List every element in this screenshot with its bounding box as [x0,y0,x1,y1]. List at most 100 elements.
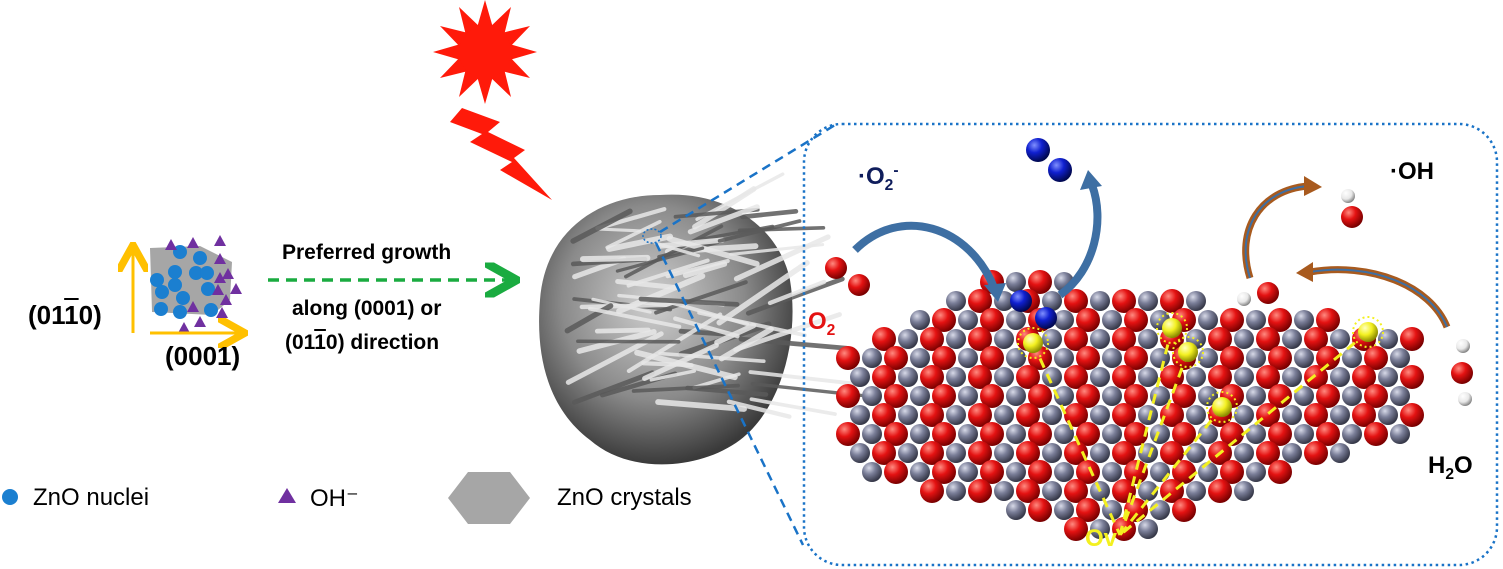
zinc-atom [958,386,978,406]
growth-label-top: Preferred growth [282,241,451,265]
oxygen-vacancy-site [1358,322,1378,342]
zno-nucleus [176,291,190,305]
zinc-atom [898,443,918,463]
zinc-atom [1042,443,1062,463]
zinc-atom [1378,405,1398,425]
oxygen-atom [968,479,992,503]
zinc-atom [910,424,930,444]
zinc-atom [1342,424,1362,444]
zinc-atom [1330,329,1350,349]
zinc-atom [958,310,978,330]
zno-nuclei-cluster [150,235,242,333]
zinc-atom [1378,329,1398,349]
zinc-atom [1006,500,1026,520]
zno-nucleus [155,285,169,299]
hydroxide-ion [214,235,226,246]
zinc-atom [1378,367,1398,387]
zinc-atom [1150,462,1170,482]
zno-nanorod [597,330,648,331]
zinc-atom [1042,367,1062,387]
zinc-atom [1138,367,1158,387]
superoxide-molecule [1026,138,1072,182]
zinc-atom [1150,424,1170,444]
oxygen-atom [1304,441,1328,465]
zinc-atom [1042,481,1062,501]
oxygen-atom [1364,422,1388,446]
zinc-atom [1102,424,1122,444]
oxygen-vacancy-label: Ov [1085,525,1117,553]
zinc-atom [1186,443,1206,463]
zno-nucleus [204,303,218,317]
hydroxyl-label: ·OH [1390,158,1434,186]
zinc-atom [994,405,1014,425]
zno-nanorod [578,341,679,342]
zinc-atom [1390,386,1410,406]
zno-nanorod [740,228,824,231]
o2-molecule [825,257,870,296]
hydroxyl-radical-molecule [1341,189,1363,228]
legend-crystal-hexagon-icon [448,472,530,524]
zinc-atom [1294,310,1314,330]
zinc-atom [910,462,930,482]
zinc-atom [1390,424,1410,444]
oxygen-atom [1268,460,1292,484]
zinc-atom [1234,329,1254,349]
zinc-atom [1186,291,1206,311]
zinc-atom [1138,291,1158,311]
oxygen-atom [836,346,860,370]
zinc-atom [1006,386,1026,406]
zinc-atom [1186,405,1206,425]
oxygen-vacancy-site [1178,342,1198,362]
zinc-atom [1006,462,1026,482]
zinc-atom [1102,310,1122,330]
legend-nucleus-icon [2,489,18,505]
oxygen-label: O2 [808,308,835,340]
zinc-atom [994,481,1014,501]
zinc-atom [1102,348,1122,368]
zinc-atom [1282,405,1302,425]
zinc-atom [1330,367,1350,387]
zinc-atom [946,443,966,463]
zinc-atom [1090,405,1110,425]
zinc-atom [910,386,930,406]
zinc-atom [1198,310,1218,330]
oxygen-atom [1208,479,1232,503]
zno-nucleus [168,265,182,279]
adsorbed-hydroxyl [1237,282,1279,306]
zinc-atom [1234,443,1254,463]
zinc-atom [946,405,966,425]
oxygen-atom [920,479,944,503]
zinc-atom [1246,348,1266,368]
zinc-atom [862,462,882,482]
zinc-atom [1150,500,1170,520]
zinc-atom [862,424,882,444]
zno-nucleus [173,305,187,319]
legend-hydroxide-label: OH⁻ [310,484,359,513]
zinc-atom [1042,405,1062,425]
zinc-atom [946,291,966,311]
zinc-atom [1330,443,1350,463]
zinc-atom [850,443,870,463]
zinc-atom [1294,348,1314,368]
growth-label-line3: (0110) direction [285,331,439,355]
zinc-atom [1054,348,1074,368]
zinc-atom [1342,386,1362,406]
zinc-atom [946,329,966,349]
zinc-atom [946,367,966,387]
superoxide-label: ·O2- [858,162,899,195]
hydroxide-ion [165,239,177,250]
zno-nanorod [583,258,647,259]
zinc-atom [1054,462,1074,482]
hydroxide-ion [230,283,242,294]
hydroxide-ion [194,316,206,327]
oxygen-atom [1172,498,1196,522]
zinc-atom [1042,329,1062,349]
zinc-atom [958,462,978,482]
oxygen-atom [836,384,860,408]
lightning-icon [450,108,552,200]
zinc-atom [1234,481,1254,501]
zinc-atom [1186,481,1206,501]
zinc-atom [850,367,870,387]
